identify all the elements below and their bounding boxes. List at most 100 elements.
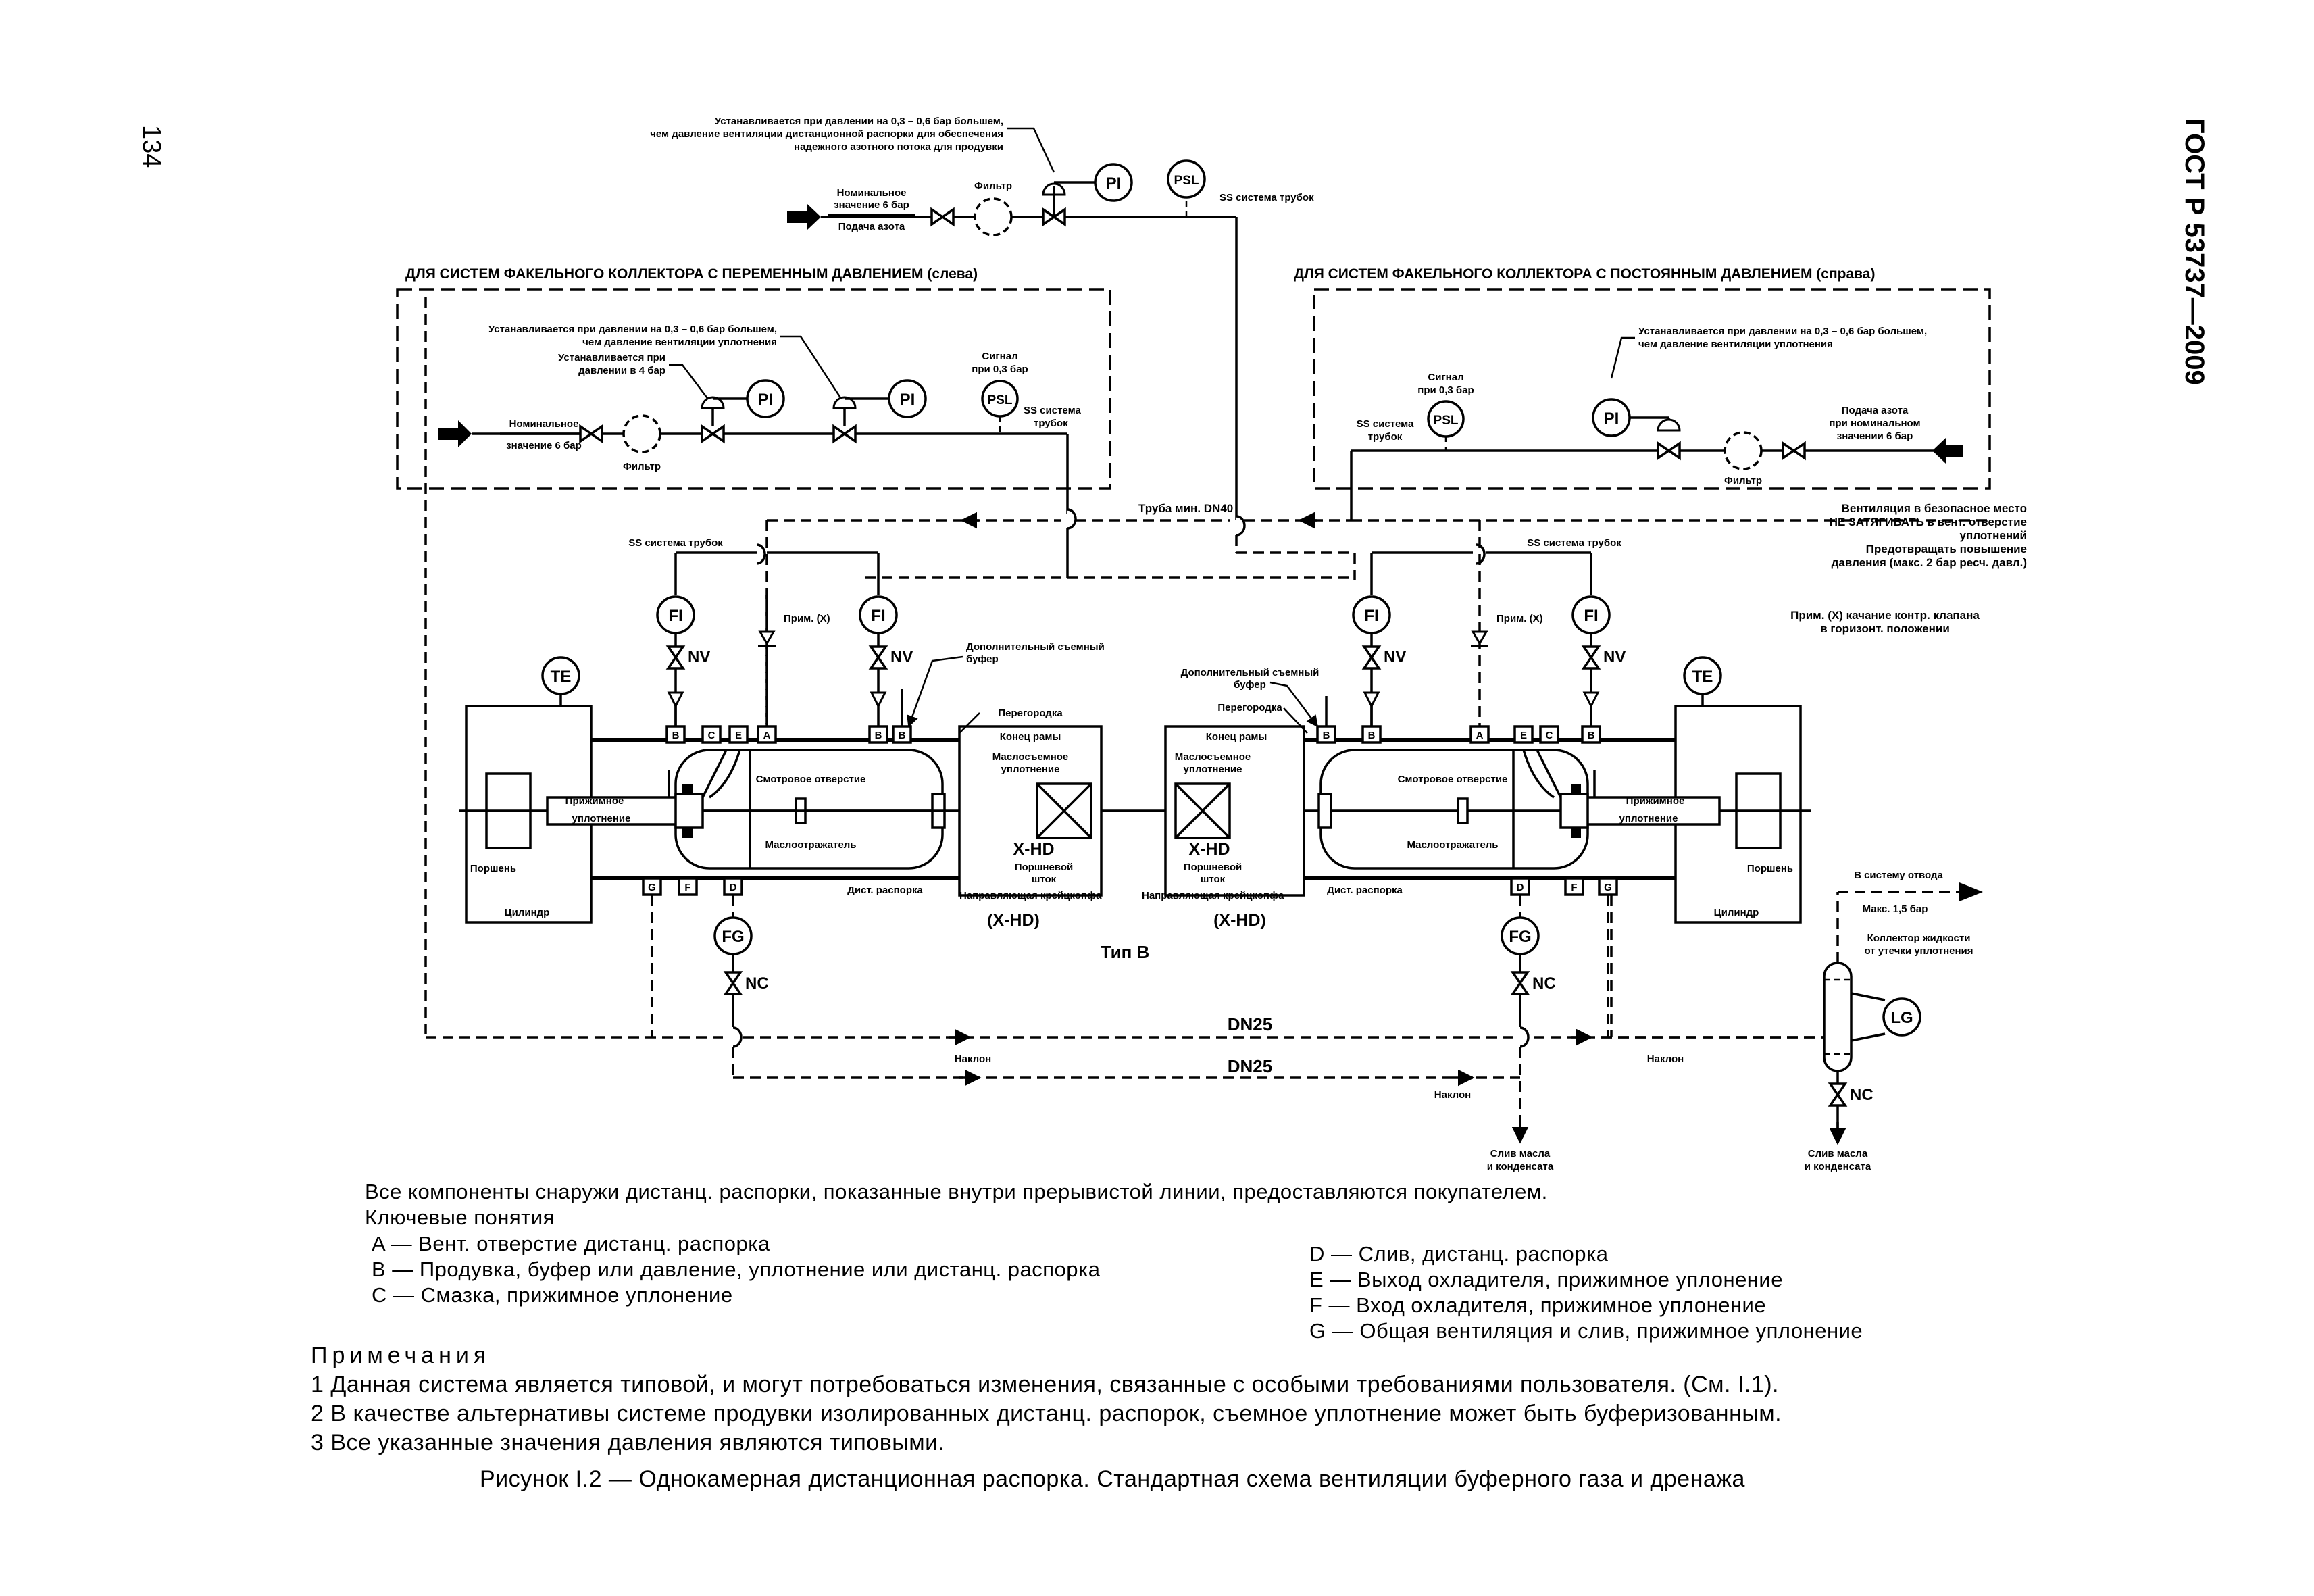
nominal-top-line-1: Номинальное	[837, 187, 907, 199]
port-c-2: C	[1546, 730, 1553, 741]
drain-system: DN25 FG NC DN25 Наклон Наклон Наклон FG …	[424, 297, 1983, 1172]
port-d-1: D	[730, 882, 737, 893]
filter-icon	[974, 197, 1013, 236]
left-regulator-4bar-icon	[701, 425, 725, 443]
to-vent-arrow-icon	[1959, 882, 1983, 901]
cylinder-left-label: Цилиндр	[505, 907, 550, 918]
port-f-2: F	[1571, 882, 1577, 893]
nc-right-label: NC	[1532, 974, 1556, 993]
check-note-2: в горизонт. положении	[1820, 622, 1950, 635]
te-right-label: TE	[1692, 668, 1713, 686]
port-a-1: A	[763, 730, 771, 741]
left-ss-2: трубок	[1034, 418, 1068, 429]
dn25-upper-label: DN25	[1228, 1014, 1272, 1034]
port-g-2: G	[1604, 882, 1612, 893]
fg-right-label: FG	[1509, 928, 1531, 946]
box-left-nominal-2: значение 6 бар	[506, 440, 582, 451]
right-regulator-icon	[1657, 442, 1681, 459]
port-e-2: E	[1520, 730, 1527, 741]
box-right-note-1: Устанавливается при давлении на 0,3 – 0,…	[1638, 326, 1927, 337]
legend-item-f: F — Вход охладителя, прижимное уплонение	[1309, 1293, 1767, 1317]
nv-3-icon	[1363, 645, 1380, 670]
extra-buffer-left-1: Дополнительный съемный	[966, 641, 1105, 653]
pi-gauge-top-icon	[1094, 163, 1133, 202]
oil-seal-left-1: Маслосъемное	[992, 751, 1069, 763]
pipe-dn40-label: Труба мин. DN40	[1138, 502, 1233, 515]
nv-4-label: NV	[1603, 648, 1626, 666]
right-flare-box: ДЛЯ СИСТЕМ ФАКЕЛЬНОГО КОЛЛЕКТОРА С ПОСТО…	[1294, 266, 1991, 520]
port-b-1: B	[672, 730, 680, 741]
spacer-right-label: Дист. распорка	[1327, 884, 1403, 896]
frame-end-right: Конец рамы	[1206, 731, 1267, 743]
fg-left-label: FG	[722, 928, 744, 946]
filter-label-top: Фильтр	[974, 180, 1012, 192]
note-1: 1 Данная система является типовой, и мог…	[311, 1372, 1779, 1397]
packing-left-2: уплотнение	[572, 813, 631, 824]
collector-label-1: Коллектор жидкости	[1867, 932, 1971, 944]
nitrogen-supply-label: Подача азота	[838, 221, 905, 232]
partition-left: Перегородка	[998, 707, 1063, 719]
figure-caption: Рисунок I.2 — Однокамерная дистанционная…	[480, 1466, 1745, 1492]
right-compressor-assembly: Поршень Цилиндр Прижимное уплотнение Смо…	[1101, 667, 1811, 962]
type-b-label: Тип В	[1101, 942, 1150, 962]
left-regulator-2-icon	[832, 425, 857, 443]
dn25-lower-label: DN25	[1228, 1056, 1272, 1076]
purge-branches: FI NV FI NV Прим. (X) FI NV FI NV	[656, 595, 1626, 726]
port-b-2: B	[875, 730, 882, 741]
legend-item-e: E — Выход охладителя, прижимное уплонени…	[1309, 1268, 1783, 1291]
drain-mid-1: Слив масла	[1490, 1148, 1551, 1159]
right-supply-3: значении 6 бар	[1837, 430, 1913, 442]
slope-2-label: Наклон	[1434, 1089, 1471, 1101]
slope-3-label: Наклон	[1647, 1053, 1684, 1065]
supply-arrow-icon	[787, 204, 821, 230]
port-g-1: G	[648, 882, 656, 893]
legend-intro-text: Все компоненты снаружи дистанц. распорки…	[365, 1180, 1548, 1203]
box-left-note-1: Устанавливается при давлении на 0,3 – 0,…	[488, 324, 777, 335]
top-nitrogen-supply: Устанавливается при давлении на 0,3 – 0,…	[650, 116, 1314, 537]
piston-left-label: Поршень	[470, 863, 516, 874]
piston-rod-left-2: шток	[1032, 874, 1057, 885]
nv-2-icon	[870, 645, 887, 670]
port-b-3: B	[899, 730, 906, 741]
prim-x-left-label: Прим. (X)	[784, 613, 830, 624]
oil-deflector-right: Маслоотражатель	[1407, 839, 1498, 851]
oil-seal-right-1: Маслосъемное	[1175, 751, 1251, 763]
max-pressure-label: Макс. 1,5 бар	[1863, 903, 1928, 915]
legend-item-g: G — Общая вентиляция и слив, прижимное у…	[1309, 1319, 1863, 1343]
left-signal-1: Сигнал	[982, 351, 1017, 362]
extra-buffer-left-2: буфер	[966, 653, 999, 665]
psl-switch-top-icon	[1167, 159, 1206, 199]
te-left-label: TE	[551, 668, 572, 686]
legend-key-title: Ключевые понятия	[365, 1205, 555, 1229]
port-b-6: B	[1588, 730, 1595, 741]
drain-right-2: и конденсата	[1805, 1161, 1871, 1172]
slope-1-label: Наклон	[955, 1053, 991, 1065]
top-note-line-3: надежного азотного потока для продувки	[794, 141, 1003, 153]
port-b-5: B	[1368, 730, 1376, 741]
note-3: 3 Все указанные значения давления являют…	[311, 1430, 945, 1455]
extra-buffer-right-1: Дополнительный съемный	[1181, 667, 1319, 678]
vent-note-4: Предотвращать повышение	[1866, 543, 2027, 555]
xhd-paren-right: (X-HD)	[1213, 911, 1266, 930]
psl-top-label: PSL	[1174, 174, 1199, 188]
nc-collector-icon	[1829, 1082, 1846, 1107]
port-c-1: C	[708, 730, 715, 741]
port-f-1: F	[684, 882, 690, 893]
xhd-right-label: X-HD	[1188, 840, 1230, 859]
nv-1-label: NV	[688, 648, 710, 666]
right-ss-1: SS система	[1357, 418, 1414, 430]
nc-collector-label: NC	[1850, 1086, 1873, 1104]
legend-item-a: A — Вент. отверстие дистанц. распорка	[372, 1232, 770, 1255]
vent-note-3: уплотнений	[1960, 529, 2027, 542]
left-pi-1-icon	[746, 379, 785, 418]
fi-2-label: FI	[871, 607, 885, 625]
box-right-note-2: чем давление вентиляции уплотнения	[1638, 339, 1833, 350]
left-signal-2: при 0,3 бар	[972, 364, 1028, 375]
nv-3-label: NV	[1384, 648, 1406, 666]
left-filter-icon	[622, 414, 661, 453]
oil-deflector-left: Маслоотражатель	[765, 839, 856, 851]
oil-seal-right-2: уплотнение	[1184, 764, 1242, 775]
right-ss-2: трубок	[1368, 431, 1403, 443]
note-2: 2 В качестве альтернативы системе продув…	[311, 1401, 1782, 1426]
left-ss-1: SS система	[1024, 405, 1081, 416]
